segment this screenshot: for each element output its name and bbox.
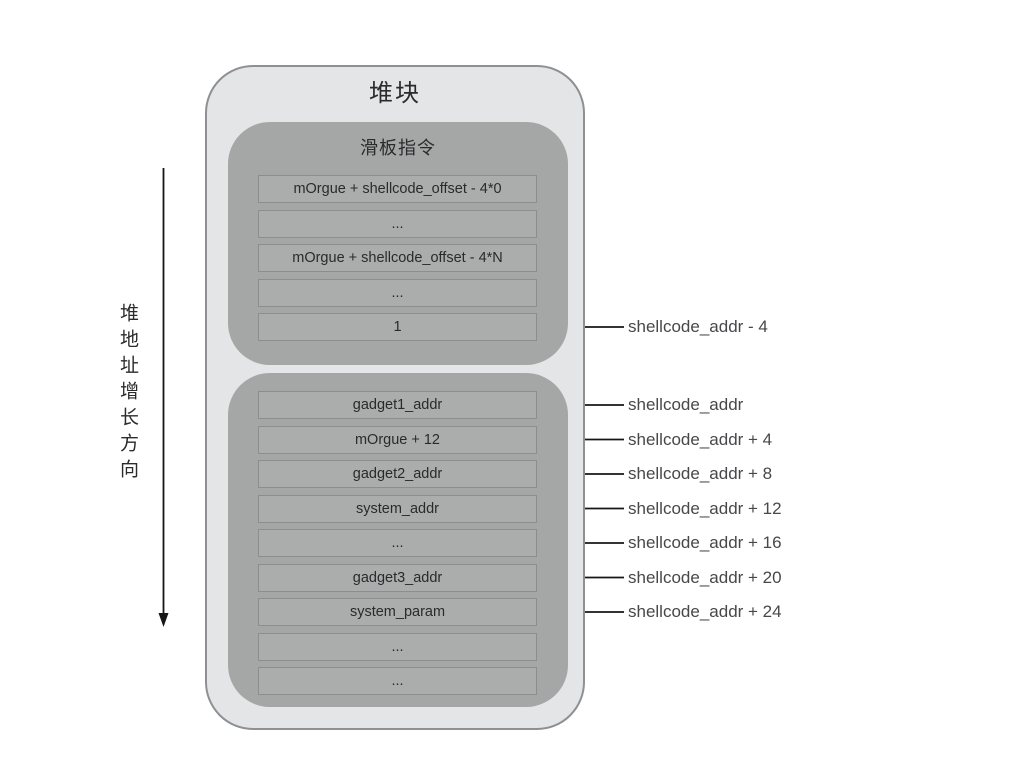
sled-rows: mOrgue + shellcode_offset - 4*0... mOrgue…: [258, 175, 537, 348]
memory-cell: system_addr: [258, 494, 537, 523]
memory-cell: ...: [258, 278, 537, 307]
address-label: shellcode_addr: [628, 395, 744, 414]
memory-cell: gadget2_addr: [258, 460, 537, 488]
address-label: shellcode_addr + 24: [628, 602, 782, 621]
memory-cell: mOrgue + 12: [258, 425, 537, 454]
memory-cell: ...: [258, 667, 537, 695]
memory-cell: ...: [258, 529, 537, 557]
sled-box: 滑板指令 mOrgue + shellcode_offset - 4*0...m…: [228, 122, 568, 365]
heap-chunk-title: 堆块: [369, 80, 421, 107]
growth-arrowhead-icon: [158, 613, 169, 627]
address-label: shellcode_addr + 12: [628, 498, 782, 518]
memory-cell: mOrgue + shellcode_offset - 4*N: [258, 244, 537, 272]
memory-cell: mOrgue + shellcode_offset - 4*0: [258, 175, 537, 203]
address-label: shellcode_addr + 8: [628, 464, 773, 483]
address-label: shellcode_addr - 4: [628, 317, 768, 336]
memory-cell: gadget3_addr: [258, 563, 537, 592]
heap-growth-direction-label: 堆地址增长方向: [117, 303, 138, 485]
address-label: shellcode_addr + 4: [628, 429, 773, 449]
address-label: shellcode_addr + 20: [628, 567, 782, 587]
memory-cell: gadget1_addr: [258, 391, 537, 419]
memory-cell: 1: [258, 313, 537, 341]
heap-chunk-box: 堆块 滑板指令 mOrgue + shellcode_offset - 4*0.…: [205, 65, 585, 730]
sled-box-title: 滑板指令: [360, 138, 436, 158]
memory-cell: ...: [258, 209, 537, 238]
memory-cell: system_param: [258, 598, 537, 626]
memory-cell: ...: [258, 632, 537, 661]
address-label: shellcode_addr + 16: [628, 533, 782, 552]
